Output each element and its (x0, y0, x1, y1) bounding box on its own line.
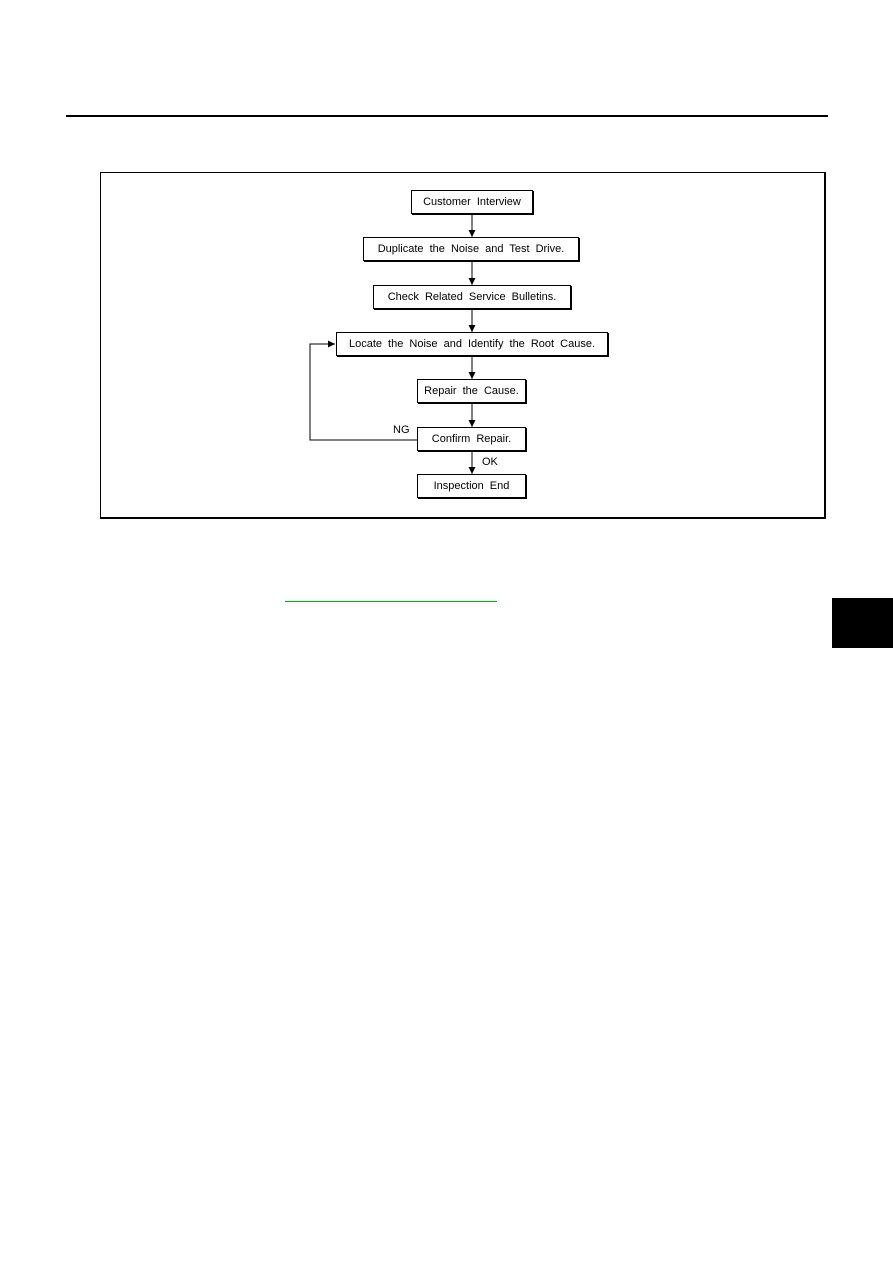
step-label: Duplicate the Noise and Test Drive. (377, 243, 565, 255)
step-confirm-repair: Confirm Repair. (417, 427, 526, 451)
step-repair-cause: Repair the Cause. (417, 379, 526, 403)
step-label: Inspection End (433, 480, 510, 492)
step-customer-interview: Customer Interview (411, 190, 533, 214)
arrow-ng-loop (309, 340, 417, 441)
step-label: Confirm Repair. (431, 433, 512, 445)
flowchart-connectors (309, 214, 476, 474)
step-label: Customer Interview (423, 196, 521, 208)
header-rule (66, 115, 828, 117)
step-check-bulletins: Check Related Service Bulletins. (373, 285, 571, 309)
section-index-tab[interactable] (832, 598, 893, 648)
step-label: Repair the Cause. (424, 385, 519, 397)
step-duplicate-noise: Duplicate the Noise and Test Drive. (363, 237, 579, 261)
step-label: Check Related Service Bulletins. (387, 291, 557, 303)
hyperlink-underline[interactable] (285, 601, 497, 602)
ok-label: OK (482, 456, 498, 468)
flowchart-frame: Customer Interview Duplicate the Noise a… (100, 172, 826, 519)
ng-label: NG (393, 424, 410, 436)
step-inspection-end: Inspection End (417, 474, 526, 498)
step-locate-noise: Locate the Noise and Identify the Root C… (336, 332, 608, 356)
step-label: Locate the Noise and Identify the Root C… (348, 338, 596, 350)
